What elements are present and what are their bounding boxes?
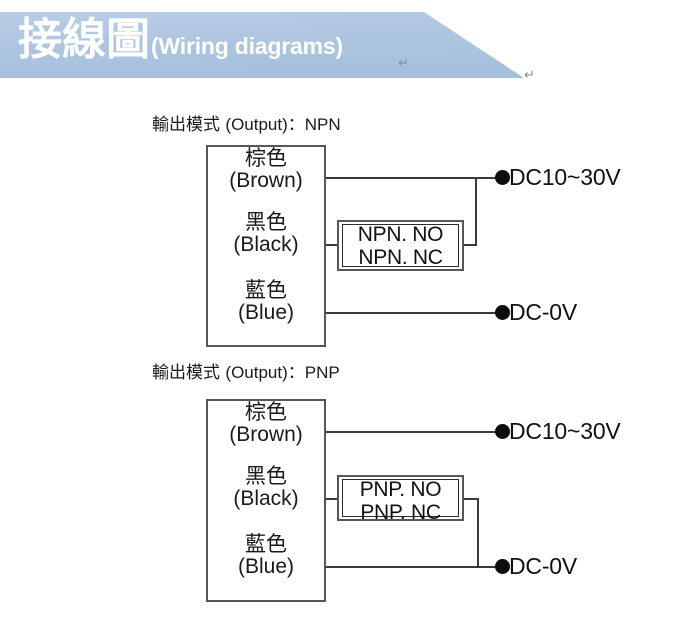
wire-modebox-right-npn [463, 244, 477, 246]
sensor-body-pnp [206, 399, 326, 602]
mode-box-pnp-line1: PNP. NO [359, 478, 442, 501]
section-title-npn-cjk: 輸出模式 [152, 115, 226, 135]
wire-black-pnp [326, 498, 339, 500]
lead-label-blue-npn-cjk: 藍色 [245, 278, 287, 302]
banner-title-cjk: 接線圖 [18, 14, 150, 65]
lead-label-brown-pnp-en: (Brown) [229, 422, 303, 446]
terminal-dot-supply-ground-npn [495, 305, 510, 320]
terminal-label-supply-ground-pnp: DC-0V [509, 553, 578, 579]
lead-label-blue-pnp-en: (Blue) [237, 554, 295, 578]
lead-label-brown-npn-en: (Brown) [229, 168, 303, 192]
banner-title-en: (Wiring diagrams) [151, 33, 343, 59]
section-title-pnp-cjk: 輸出模式 [152, 363, 226, 383]
section-title-pnp-en: (Output)：PNP [225, 363, 340, 382]
terminal-label-supply-positive-npn: DC10~30V [509, 164, 621, 190]
lead-label-black-pnp-cjk: 黑色 [245, 464, 287, 488]
wire-tap-npn [475, 177, 477, 245]
mode-box-npn-line2: NPN. NC [358, 246, 443, 269]
lead-label-black-npn-cjk: 黑色 [245, 210, 287, 234]
lead-label-black-npn: 黑色 (Black) [206, 210, 326, 256]
section-title-npn: 輸出模式 (Output)：NPN [152, 110, 341, 135]
lead-label-blue-pnp-cjk: 藍色 [245, 532, 287, 556]
lead-label-brown-pnp-cjk: 棕色 [245, 400, 287, 424]
terminal-label-supply-positive-pnp: DC10~30V [509, 418, 621, 444]
header-banner: 接線圖 (Wiring diagrams) [0, 12, 524, 80]
mode-box-npn: NPN. NO NPN. NC [337, 220, 464, 271]
wire-tap-pnp [477, 498, 479, 568]
wire-blue-npn [326, 312, 504, 314]
terminal-label-supply-ground-npn: DC-0V [509, 299, 578, 325]
paragraph-mark-icon: ↵ [524, 68, 535, 83]
wire-black-npn [326, 244, 339, 246]
mode-box-npn-line1: NPN. NO [357, 223, 444, 246]
wire-blue-pnp [326, 566, 504, 568]
paragraph-mark-icon: ↵ [398, 56, 409, 71]
terminal-dot-supply-ground-pnp [495, 559, 510, 574]
lead-label-brown-npn-cjk: 棕色 [245, 146, 287, 170]
lead-label-black-pnp-en: (Black) [233, 486, 299, 510]
wire-modebox-right-pnp [463, 498, 479, 500]
mode-box-pnp-inner: PNP. NO PNP. NC [342, 478, 459, 524]
mode-box-pnp: PNP. NO PNP. NC [337, 475, 464, 524]
lead-label-blue-npn: 藍色 (Blue) [206, 278, 326, 324]
lead-label-black-npn-en: (Black) [233, 232, 299, 256]
terminal-dot-supply-positive-pnp [495, 424, 510, 439]
lead-label-brown-pnp: 棕色 (Brown) [206, 400, 326, 446]
wire-brown-pnp [326, 431, 504, 433]
banner-title: 接線圖 (Wiring diagrams) [18, 18, 343, 62]
mode-box-pnp-line2: PNP. NC [360, 501, 441, 524]
lead-label-brown-npn: 棕色 (Brown) [206, 146, 326, 192]
lead-label-blue-pnp: 藍色 (Blue) [206, 532, 326, 578]
sensor-body-npn [206, 145, 326, 347]
wire-brown-npn [326, 177, 504, 179]
lead-label-blue-npn-en: (Blue) [237, 300, 295, 324]
lead-label-black-pnp: 黑色 (Black) [206, 464, 326, 510]
section-title-pnp: 輸出模式 (Output)：PNP [152, 358, 340, 383]
mode-box-npn-inner: NPN. NO NPN. NC [342, 223, 459, 269]
section-title-npn-en: (Output)：NPN [225, 115, 341, 134]
banner-shape [0, 12, 524, 78]
terminal-dot-supply-positive-npn [495, 170, 510, 185]
